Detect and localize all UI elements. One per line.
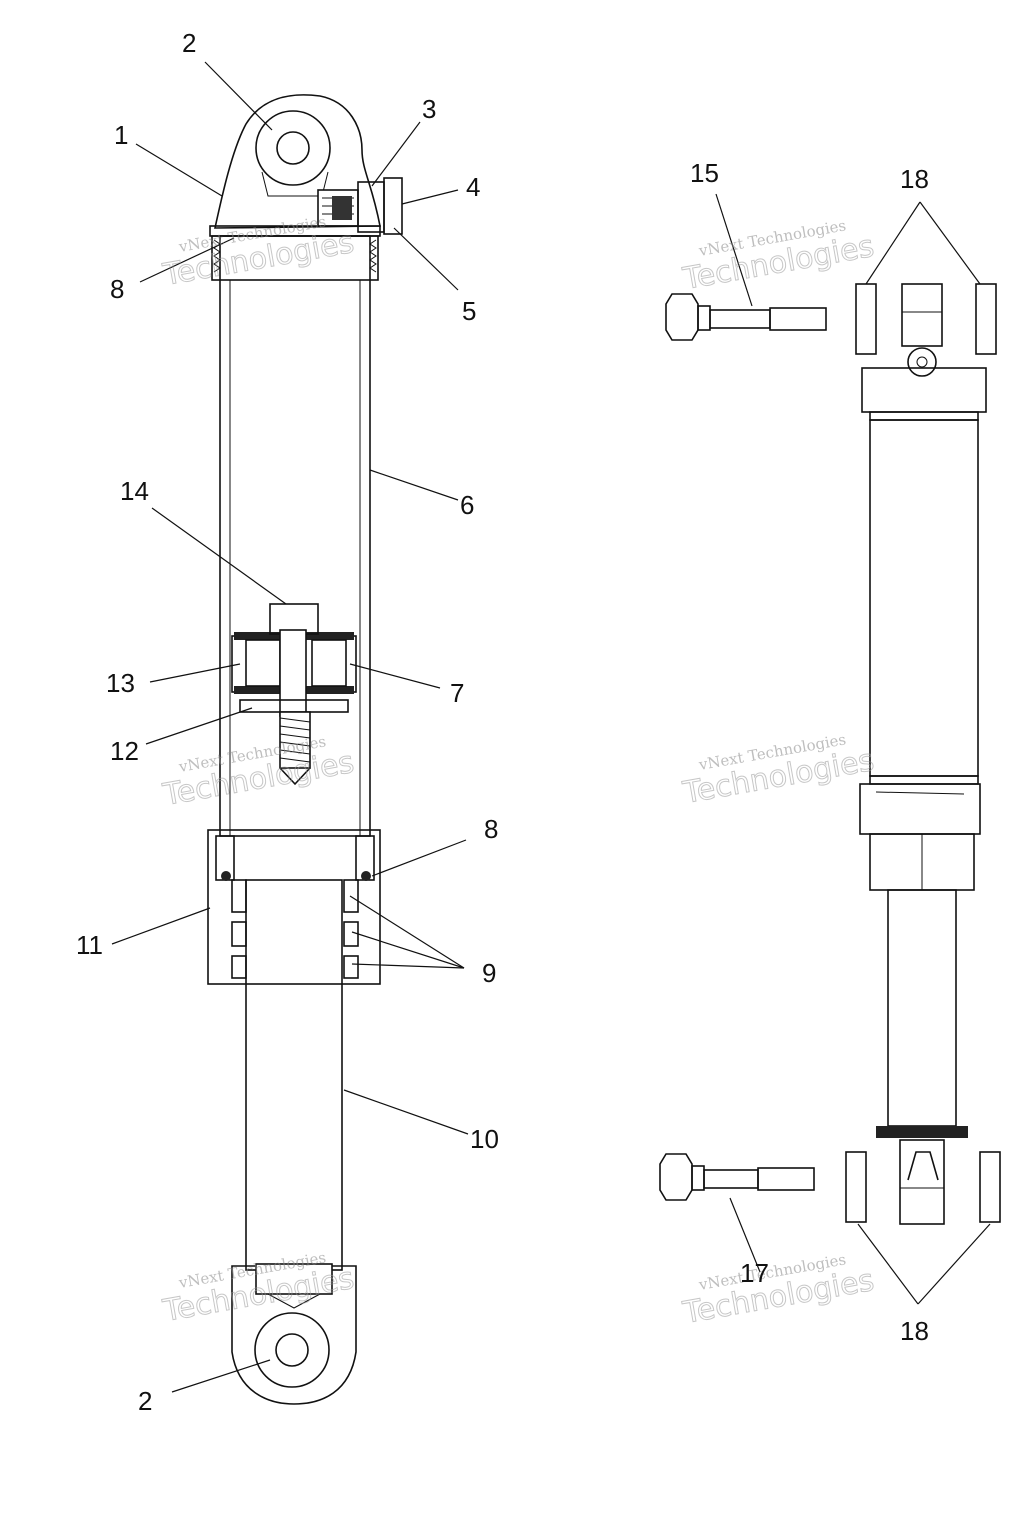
leader-lines-left	[111, 61, 469, 1393]
callout-5: 5	[462, 296, 476, 326]
callout-11: 11	[76, 930, 103, 960]
callout-labels: 1 2 3 4 5 8 6 14 13 7 12 8 11 9 10 2 15 …	[76, 28, 929, 1416]
callout-13: 13	[106, 668, 135, 698]
callout-8b: 8	[484, 814, 498, 844]
callout-18a: 18	[900, 164, 929, 194]
shock-cutaway	[207, 94, 403, 1405]
callout-4: 4	[466, 172, 480, 202]
callout-12: 12	[110, 736, 139, 766]
watermarks: vNext Technologies Technologies vNext Te…	[159, 212, 877, 1331]
leader-lines-right	[715, 193, 991, 1305]
callout-3: 3	[422, 94, 436, 124]
callout-10: 10	[470, 1124, 499, 1154]
callout-2: 2	[182, 28, 196, 58]
callout-15: 15	[690, 158, 719, 188]
callout-2b: 2	[138, 1386, 152, 1416]
callout-14: 14	[120, 476, 149, 506]
callout-9: 9	[482, 958, 496, 988]
callout-17: 17	[740, 1258, 769, 1288]
callout-18b: 18	[900, 1316, 929, 1346]
shock-assembled	[659, 283, 1001, 1225]
callout-1: 1	[114, 120, 128, 150]
callout-8: 8	[110, 274, 124, 304]
callout-7: 7	[450, 678, 464, 708]
callout-6: 6	[460, 490, 474, 520]
